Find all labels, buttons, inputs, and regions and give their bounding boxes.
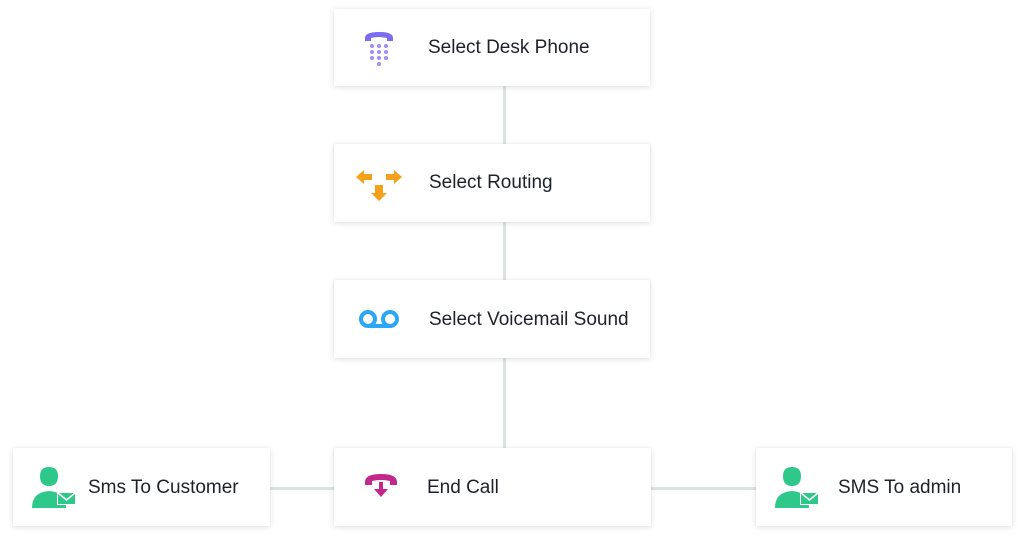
user-sms-icon: [772, 462, 822, 512]
node-sms-to-admin[interactable]: SMS To admin: [756, 448, 1012, 526]
connector-routing-voicemail: [503, 222, 506, 280]
end-call-icon: [356, 460, 406, 510]
connector-phone-routing: [503, 86, 506, 144]
node-label: Select Voicemail Sound: [429, 309, 629, 330]
node-label: SMS To admin: [838, 477, 962, 498]
node-select-voicemail-sound[interactable]: Select Voicemail Sound: [334, 280, 650, 358]
node-select-desk-phone[interactable]: Select Desk Phone: [334, 9, 650, 86]
desk-phone-icon: [354, 23, 404, 73]
node-label: Select Desk Phone: [428, 37, 590, 58]
node-label: End Call: [427, 477, 499, 498]
routing-arrows-icon: [354, 158, 404, 208]
node-end-call[interactable]: End Call: [334, 448, 651, 526]
connector-customer-endcall: [270, 487, 334, 490]
connector-voicemail-endcall: [503, 358, 506, 448]
user-sms-icon: [29, 462, 79, 512]
node-select-routing[interactable]: Select Routing: [334, 144, 650, 222]
voicemail-icon: [354, 294, 404, 344]
node-sms-to-customer[interactable]: Sms To Customer: [13, 448, 270, 526]
connector-endcall-admin: [651, 487, 756, 490]
node-label: Sms To Customer: [88, 477, 239, 498]
node-label: Select Routing: [429, 172, 553, 193]
